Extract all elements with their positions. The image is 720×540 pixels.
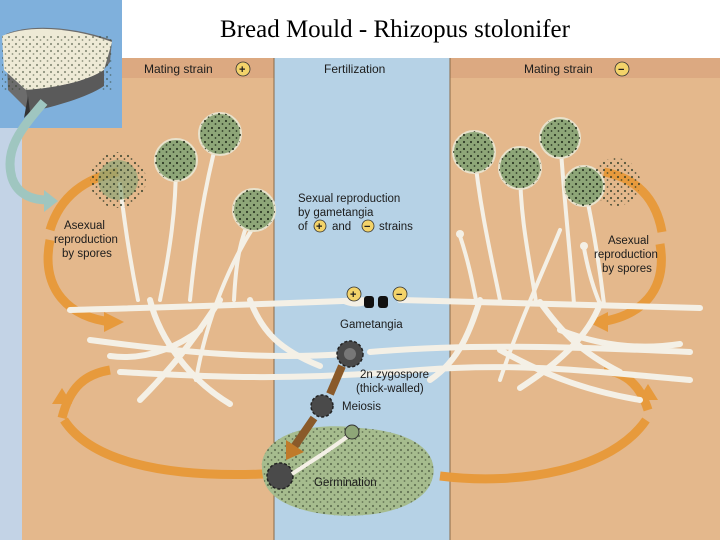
gametangia-plus-symbol: + (347, 287, 361, 301)
center-panel-header: Fertilization (324, 62, 385, 76)
svg-text:+: + (350, 289, 356, 301)
right-panel-header: Mating strain (524, 62, 593, 76)
left-plus-symbol: + (236, 62, 250, 76)
meiosis-spore (311, 395, 333, 417)
young-sporangium (580, 242, 588, 250)
svg-text:−: − (396, 289, 402, 301)
germination-label: Germination (314, 477, 377, 489)
svg-text:−: − (364, 221, 370, 233)
svg-text:strains: strains (379, 221, 413, 233)
gametangia-label: Gametangia (340, 319, 403, 331)
bursting-sporangium (592, 158, 640, 206)
svg-text:and: and (332, 221, 351, 233)
young-sporangium (456, 230, 464, 238)
svg-text:+: + (239, 64, 245, 76)
left-panel-header: Mating strain (144, 62, 213, 76)
gametangia-minus-symbol: − (393, 287, 407, 301)
svg-text:of: of (298, 221, 308, 233)
svg-text:−: − (618, 64, 624, 76)
zygospore (337, 341, 363, 367)
bread-slice-inset (0, 0, 122, 128)
right-minus-symbol: − (615, 62, 629, 76)
meiosis-label: Meiosis (342, 401, 381, 413)
svg-text:+: + (316, 221, 322, 233)
